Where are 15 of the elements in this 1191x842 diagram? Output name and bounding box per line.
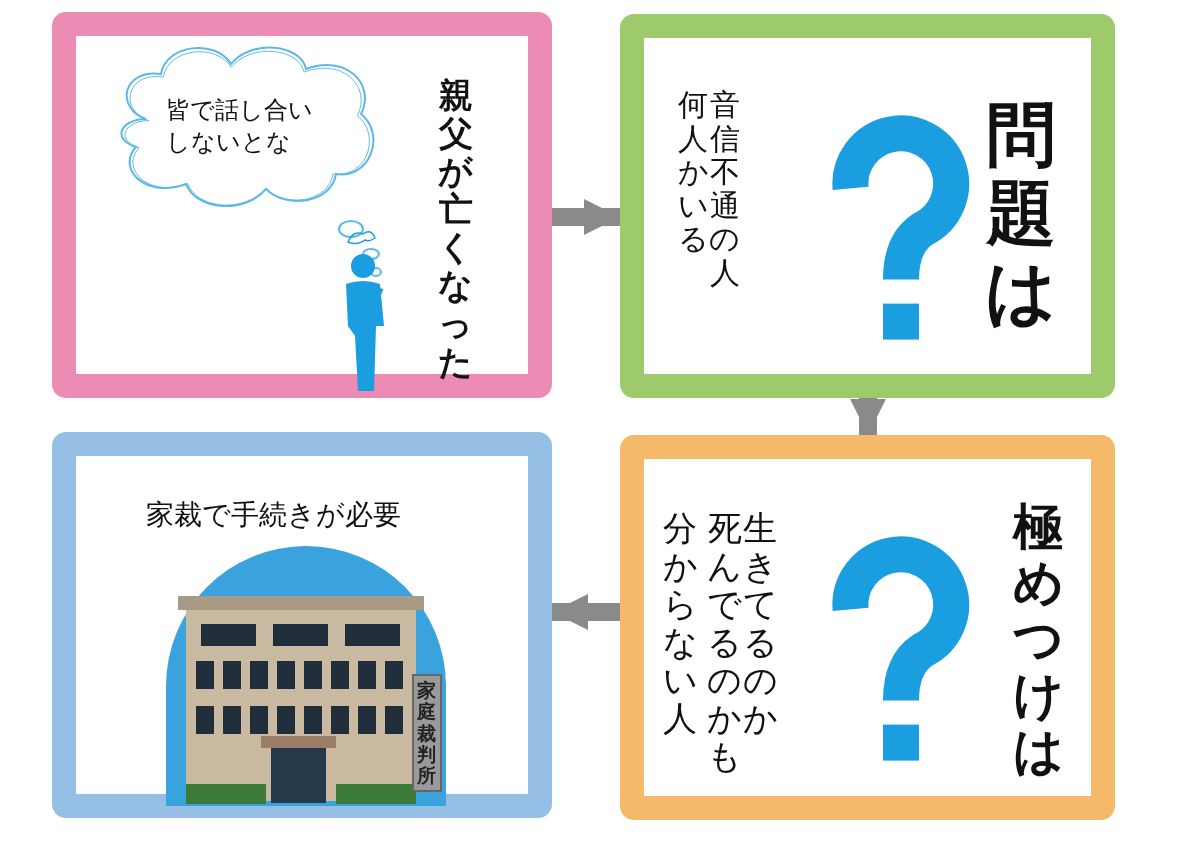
panel-box — [620, 14, 1115, 398]
heading-text: 極めつけは — [1012, 499, 1065, 779]
sign-label: 家庭裁判所 — [412, 674, 442, 793]
arrow — [552, 594, 620, 630]
heading-text: 問題は — [984, 96, 1058, 332]
body-text: 音信不通の人何人かいる — [676, 88, 741, 290]
body-text: 皆で話し合いしないとな — [166, 95, 314, 159]
panel-box — [620, 435, 1115, 820]
panel-box — [52, 12, 552, 398]
body-text: 生きてるのか死んでるのかも分からない人 — [661, 509, 779, 776]
heading-text: 親父が亡くなった — [438, 76, 474, 381]
panel-box — [52, 432, 552, 818]
arrow — [850, 398, 886, 435]
body-text: 家裁で手続きが必要 — [146, 497, 402, 533]
arrow — [552, 199, 620, 235]
